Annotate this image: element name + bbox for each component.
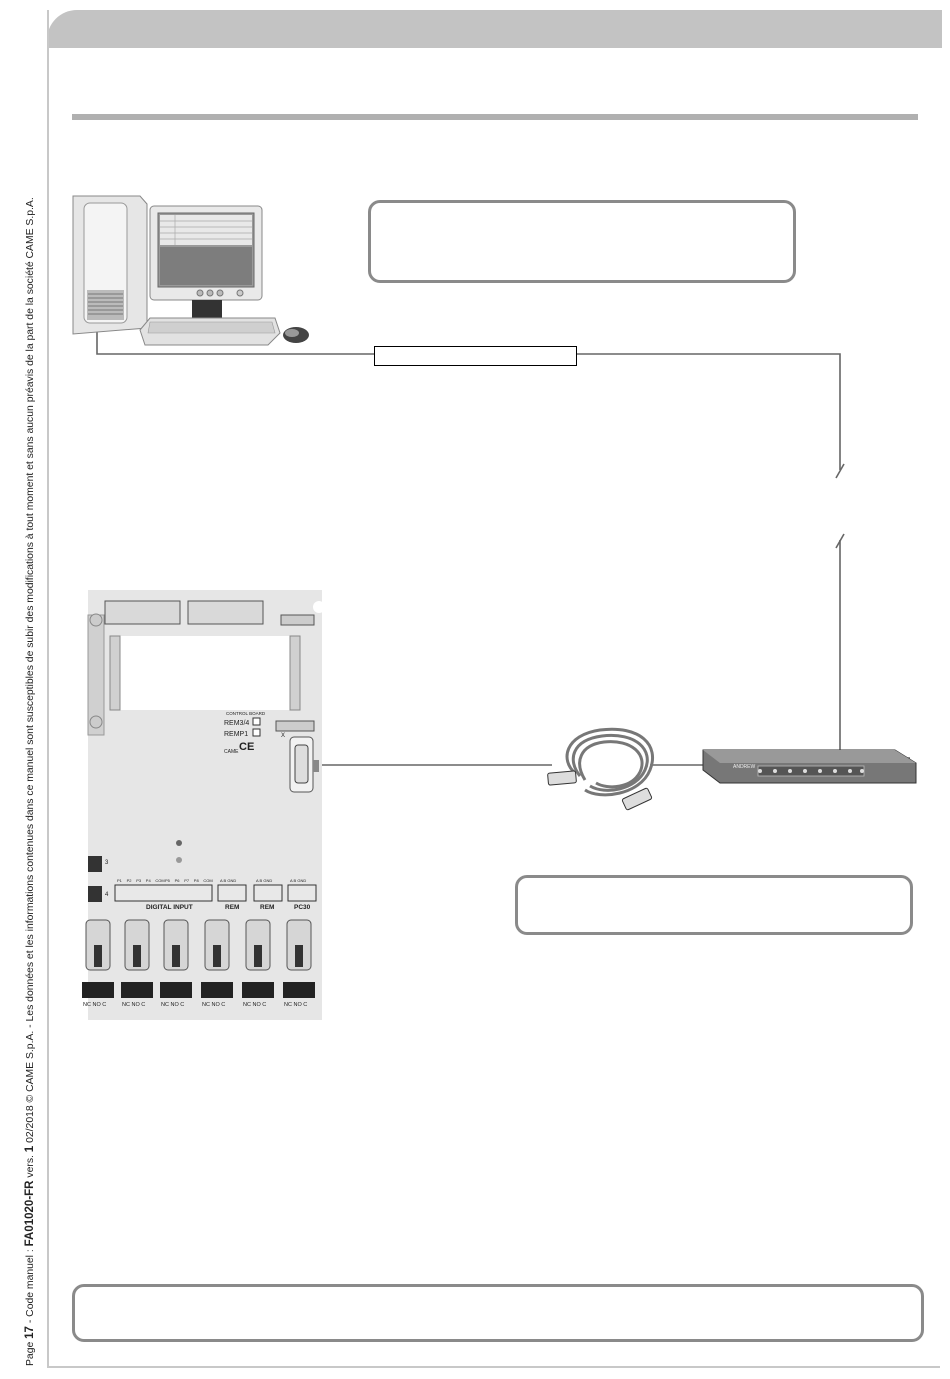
digital-input-label-p5: P5	[165, 878, 171, 883]
brand-logo: CAME	[224, 749, 239, 755]
relay-output-6: NC NO C	[283, 919, 315, 1008]
mouse-icon	[283, 327, 309, 343]
relay-output-3: NC NO C	[160, 919, 192, 1008]
page-frame-left	[47, 10, 49, 1367]
rem-b-label: REM	[260, 904, 274, 911]
digital-input-label-p4: P4	[146, 878, 152, 883]
digital-input-label-p7: P7	[184, 878, 190, 883]
header-bar	[47, 10, 942, 48]
terminal-blocks: NC NO C NC NO C NC NO C NC NO C NC NO C NC NO…	[82, 919, 315, 1008]
monitor-icon	[149, 205, 263, 318]
terminal-3-label: 3	[105, 860, 109, 866]
pc30-label: PC30	[294, 904, 311, 911]
relay-terminal-label: NC NO C	[243, 1002, 266, 1008]
keyboard-icon	[139, 317, 281, 346]
relay-terminal-label: NC NO C	[83, 1002, 106, 1008]
x-label: X	[281, 733, 285, 739]
relay-terminal-label: NC NO C	[122, 1002, 145, 1008]
digital-input-label-com: COM	[155, 878, 164, 883]
relay-terminal-label: NC NO C	[161, 1002, 184, 1008]
relay-output-5: NC NO C	[242, 919, 274, 1008]
switch-brand-label: ANDREW	[733, 764, 756, 770]
digital-input-label-p3: P3	[136, 878, 142, 883]
relay-output-1: NC NO C	[82, 919, 114, 1008]
digital-input-label: DIGITAL INPUT	[146, 904, 193, 911]
rem34-label: REM3/4	[224, 720, 249, 727]
rem-b-terminals: A B GND	[256, 878, 272, 883]
digital-input-label-p8: P8	[194, 878, 200, 883]
pc-tower-icon	[72, 195, 148, 335]
rem-a-label: REM	[225, 904, 239, 911]
pc30-terminals: A B GND	[290, 878, 306, 883]
page-frame-bottom	[47, 1366, 940, 1368]
ce-mark: CE	[239, 741, 254, 753]
board-text: CONTROL BOARD REM3/4 REMP1 CAME CE X 3 4…	[105, 711, 311, 911]
control-board-label: CONTROL BOARD	[226, 711, 266, 716]
serial-cable-icon	[547, 727, 654, 811]
rem12-label: REMP1	[224, 731, 248, 738]
digital-input-label-p6: P6	[175, 878, 181, 883]
rem-a-terminals: A B GND	[220, 878, 236, 883]
relay-output-4: NC NO C	[201, 919, 233, 1008]
relay-output-2: NC NO C	[121, 919, 153, 1008]
relay-terminal-label: NC NO C	[202, 1002, 225, 1008]
callout-box-note	[72, 1284, 924, 1342]
relay-terminal-label: NC NO C	[284, 1002, 307, 1008]
network-switch-icon: ANDREW	[702, 749, 917, 784]
callout-box-converter	[515, 875, 913, 935]
digital-input-label-p2: P2	[127, 878, 133, 883]
terminal-4-label: 4	[105, 892, 109, 898]
callout-box-pc	[368, 200, 796, 283]
digital-input-label-com: COM	[203, 878, 212, 883]
section-rule	[72, 114, 918, 120]
digital-input-label-p1: P1	[117, 878, 123, 883]
cable-label-box	[374, 346, 577, 366]
